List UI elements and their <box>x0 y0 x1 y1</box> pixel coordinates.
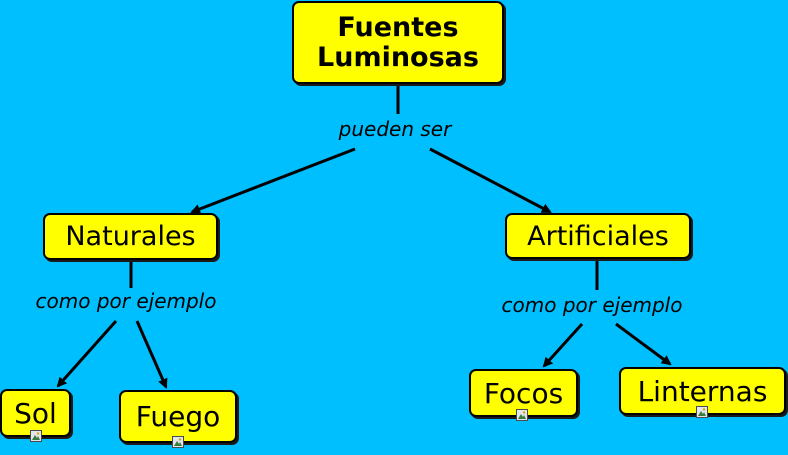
image-attachment-icon[interactable] <box>516 409 528 421</box>
concept-node-fuego[interactable]: Fuego <box>119 390 237 443</box>
artificiales-label: Artificiales <box>527 220 669 252</box>
arrow-to-fuego <box>135 320 168 389</box>
arrow-to-naturales <box>190 147 356 214</box>
focos-label: Focos <box>483 376 564 410</box>
root-label-line1: Fuentes <box>337 11 459 43</box>
concept-node-naturales[interactable]: Naturales <box>43 213 218 260</box>
arrow-to-sol <box>56 320 118 388</box>
arrow-to-focos <box>542 322 584 368</box>
root-label-line2: Luminosas <box>317 41 479 73</box>
link-label-como-por-ejemplo-left: como por ejemplo <box>35 289 217 313</box>
concept-node-fuentes-luminosas[interactable]: Fuentes Luminosas <box>292 1 504 84</box>
link-label-como-por-ejemplo-right: como por ejemplo <box>501 293 683 317</box>
concept-node-linternas[interactable]: Linternas <box>619 367 786 415</box>
image-attachment-icon[interactable] <box>30 430 42 442</box>
fuego-label: Fuego <box>135 400 221 433</box>
sol-label: Sol <box>14 396 57 430</box>
image-attachment-icon[interactable] <box>172 436 184 448</box>
naturales-label: Naturales <box>65 221 196 252</box>
arrow-to-artificiales <box>429 147 552 214</box>
link-label-pueden-ser: pueden ser <box>338 117 452 141</box>
arrow-to-linternas <box>615 322 672 366</box>
linternas-label: Linternas <box>637 374 768 408</box>
image-attachment-icon[interactable] <box>696 406 708 418</box>
concept-node-artificiales[interactable]: Artificiales <box>505 213 691 259</box>
